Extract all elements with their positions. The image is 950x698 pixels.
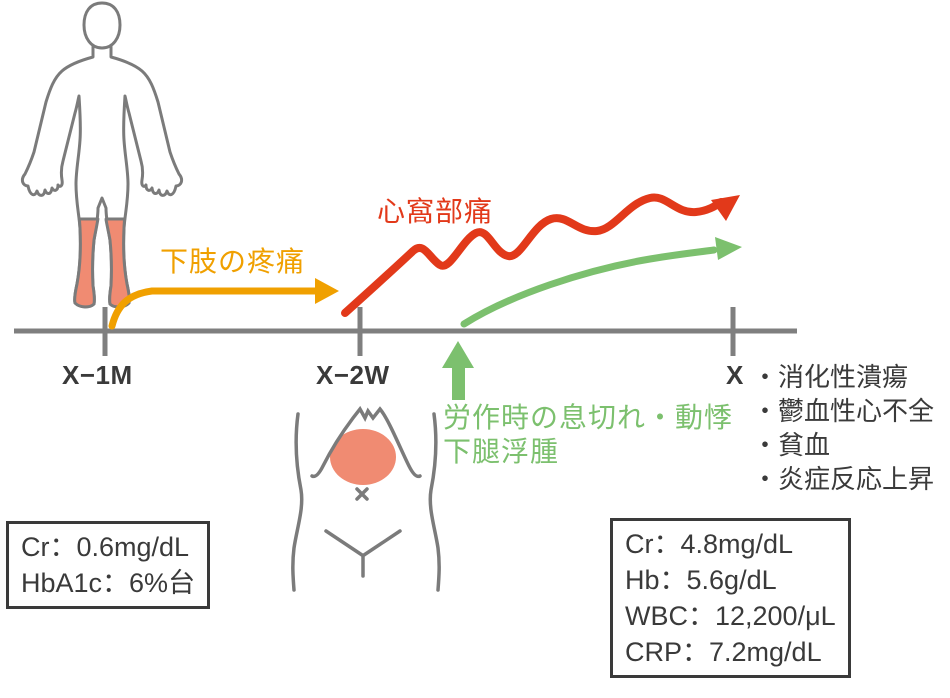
head-outline — [82, 1, 122, 50]
dyspnea-label: 労作時の息切れ・動悸 下腿浮腫 — [443, 401, 733, 469]
leg-pain-arrowhead — [315, 278, 339, 304]
lower-leg-highlight-right — [104, 217, 131, 309]
umbilicus-x-mark — [355, 487, 369, 501]
dyspnea-label-line2: 下腿浮腫 — [443, 436, 560, 467]
body-outline — [20, 42, 184, 309]
baseline-labs-box: Cr：0.6mg/dL HbA1c：6%台 — [6, 521, 211, 609]
presentation-labs-box: Cr：4.8mg/dL Hb：5.6g/dL WBC：12,200/μL CRP… — [610, 518, 851, 678]
leg-pain-curve — [108, 287, 320, 330]
epigastric-pain-label: 心窩部痛 — [377, 196, 494, 227]
epigastric-pain-arrow — [341, 193, 740, 317]
abdomen-inguinal-lines — [324, 529, 402, 578]
presentation-item: ・貧血 — [752, 430, 831, 460]
epigastric-highlight — [330, 429, 396, 485]
dyspnea-arrow — [460, 237, 742, 328]
abdomen-right-flank — [428, 412, 441, 592]
lab-line: HbA1c：6%台 — [21, 568, 196, 598]
lab-line: Cr：0.6mg/dL — [21, 532, 190, 562]
abdomen-figure — [291, 405, 441, 592]
leg-pain-arrow — [108, 278, 339, 330]
lab-line: Cr：4.8mg/dL — [625, 529, 794, 559]
epigastric-pain-curve — [341, 193, 725, 317]
timeline-axis — [14, 307, 797, 356]
leg-pain-label: 下肢の疼痛 — [160, 246, 306, 277]
dyspnea-curve — [460, 246, 718, 328]
tick-label-x-1m: X−1M — [62, 360, 133, 390]
presentation-item: ・鬱血性心不全 — [752, 396, 935, 426]
dyspnea-label-line1: 労作時の息切れ・動悸 — [443, 402, 734, 433]
presentation-list: ・消化性潰瘍 ・鬱血性心不全 ・貧血 ・炎症反応上昇 — [752, 360, 934, 496]
presentation-item: ・炎症反応上昇 — [752, 464, 935, 494]
human-body-figure — [20, 1, 184, 309]
tick-label-x-2w: X−2W — [316, 360, 390, 390]
tick-label-x: X — [726, 360, 744, 390]
abdomen-left-flank — [291, 412, 304, 592]
abdomen-rib-margin — [310, 405, 422, 479]
presentation-item: ・消化性潰瘍 — [752, 362, 909, 392]
epigastric-pain-arrowhead — [711, 195, 740, 221]
lower-leg-highlight-left — [73, 217, 100, 309]
lab-line: Hb：5.6g/dL — [625, 565, 777, 595]
dyspnea-arrowhead — [715, 237, 742, 260]
lab-line: WBC：12,200/μL — [625, 601, 836, 631]
onset-marker-arrow — [442, 341, 474, 400]
lab-line: CRP：7.2mg/dL — [625, 637, 822, 667]
